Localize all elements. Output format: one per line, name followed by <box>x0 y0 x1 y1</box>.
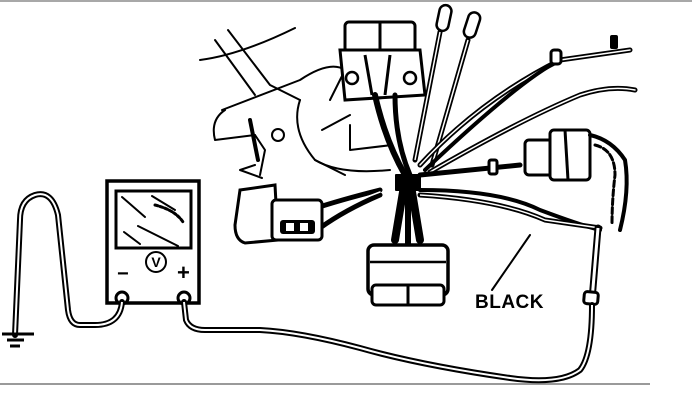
wire-color-label: BLACK <box>475 292 544 313</box>
bottom-frame-line <box>0 383 650 385</box>
negative-lead <box>12 191 125 338</box>
top-frame-line <box>0 0 692 2</box>
harness-connector-right <box>523 128 629 232</box>
ground-icon <box>2 332 34 348</box>
negative-terminal-label: − <box>117 263 129 285</box>
harness-connector-bottom <box>366 243 450 307</box>
voltmeter-symbol: V <box>145 251 167 273</box>
black-label-leader <box>491 234 531 291</box>
harness-connector-left <box>233 183 324 245</box>
positive-terminal-label: + <box>177 260 190 285</box>
wire-clips <box>487 35 618 176</box>
black-probe-wire <box>417 192 603 306</box>
positive-lead <box>181 299 595 384</box>
harness-connector-top <box>338 20 427 102</box>
harness-wire-bundle <box>307 47 638 248</box>
voltmeter <box>105 179 201 306</box>
